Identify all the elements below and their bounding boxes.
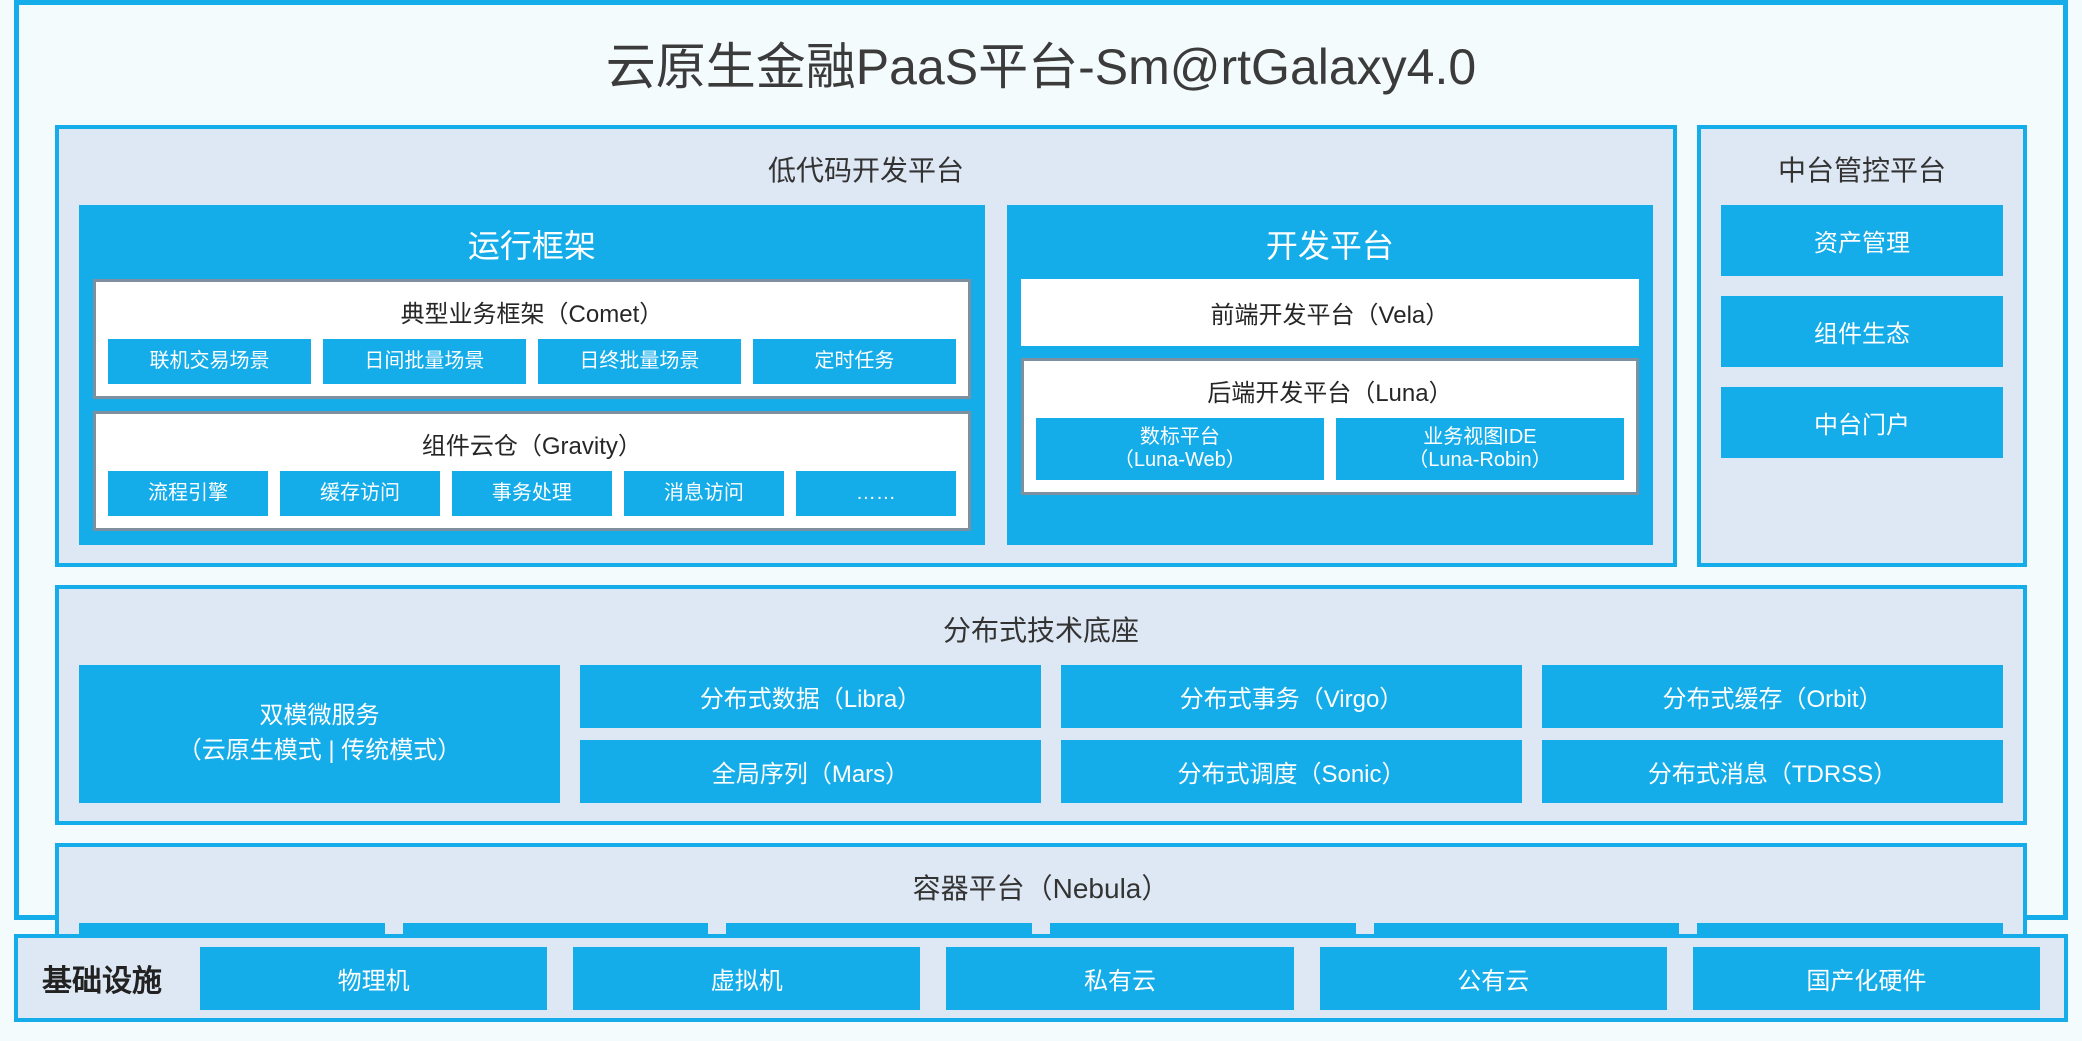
development-platform-title: 开发平台 xyxy=(1265,228,1394,264)
dist-cell-sonic[interactable]: 分布式调度（Sonic） xyxy=(1061,740,1522,803)
infra-item-virtual-machine[interactable]: 虚拟机 xyxy=(573,946,921,1010)
infra-item-physical-machine[interactable]: 物理机 xyxy=(200,946,548,1010)
lowcode-platform-section: 低代码开发平台 运行框架 典型业务框架（Comet） 联机交易场景 日间批量场景… xyxy=(55,125,1677,567)
control-platform-items: 资产管理 组件生态 中台门户 xyxy=(1721,205,2003,458)
dist-cell-libra[interactable]: 分布式数据（Libra） xyxy=(580,665,1041,728)
page-title: 云原生金融PaaS平台-Sm@rtGalaxy4.0 xyxy=(605,39,1477,95)
platform-frame: 云原生金融PaaS平台-Sm@rtGalaxy4.0 低代码开发平台 运行框架 … xyxy=(14,0,2068,1012)
frontend-platform-vela[interactable]: 前端开发平台（Vela） xyxy=(1020,279,1639,346)
backend-platform-luna-box: 后端开发平台（Luna） 数标平台 （Luna-Web） 业务视图IDE （Lu… xyxy=(1020,358,1639,495)
comet-item[interactable]: 定时任务 xyxy=(752,339,956,384)
lowcode-panel: 低代码开发平台 运行框架 典型业务框架（Comet） 联机交易场景 日间批量场景… xyxy=(55,125,1677,567)
lowcode-body: 运行框架 典型业务框架（Comet） 联机交易场景 日间批量场景 日终批量场景 … xyxy=(79,205,1653,545)
distributed-column-2: 分布式事务（Virgo） 分布式调度（Sonic） xyxy=(1061,665,1522,803)
development-platform-card: 开发平台 前端开发平台（Vela） 后端开发平台（Luna） 数标平台 （Lun… xyxy=(1006,205,1653,545)
control-platform-title: 中台管控平台 xyxy=(1777,155,1946,186)
comet-title: 典型业务框架（Comet） xyxy=(400,301,664,328)
gravity-item[interactable]: 消息访问 xyxy=(623,471,784,516)
infrastructure-bar: 基础设施 物理机 虚拟机 私有云 公有云 国产化硬件 xyxy=(14,934,2068,1022)
infrastructure-label: 基础设施 xyxy=(42,965,162,998)
distributed-column-1: 分布式数据（Libra） 全局序列（Mars） xyxy=(580,665,1041,803)
dist-cell-mars[interactable]: 全局序列（Mars） xyxy=(580,740,1041,803)
backend-platform-luna-title: 后端开发平台（Luna） xyxy=(1207,380,1453,407)
luna-item-robin[interactable]: 业务视图IDE （Luna-Robin） xyxy=(1335,418,1624,480)
lowcode-platform-title: 低代码开发平台 xyxy=(767,155,964,186)
comet-items: 联机交易场景 日间批量场景 日终批量场景 定时任务 xyxy=(108,339,956,384)
control-item-portal[interactable]: 中台门户 xyxy=(1721,387,2003,458)
infra-item-domestic-hardware[interactable]: 国产化硬件 xyxy=(1692,946,2041,1010)
runtime-framework-card: 运行框架 典型业务框架（Comet） 联机交易场景 日间批量场景 日终批量场景 … xyxy=(79,205,985,545)
gravity-box: 组件云仓（Gravity） 流程引擎 缓存访问 事务处理 消息访问 …… xyxy=(93,411,971,531)
infra-item-public-cloud[interactable]: 公有云 xyxy=(1319,946,1667,1010)
comet-item[interactable]: 日间批量场景 xyxy=(322,339,526,384)
gravity-item-ellipsis[interactable]: …… xyxy=(795,471,956,516)
container-platform-title: 容器平台（Nebula） xyxy=(912,873,1170,904)
control-platform-section: 中台管控平台 资产管理 组件生态 中台门户 xyxy=(1697,125,2027,567)
luna-item-web[interactable]: 数标平台 （Luna-Web） xyxy=(1035,418,1324,480)
luna-items: 数标平台 （Luna-Web） 业务视图IDE （Luna-Robin） xyxy=(1035,418,1624,480)
comet-box: 典型业务框架（Comet） 联机交易场景 日间批量场景 日终批量场景 定时任务 xyxy=(93,279,971,399)
comet-item[interactable]: 联机交易场景 xyxy=(108,339,311,384)
control-platform-panel: 中台管控平台 资产管理 组件生态 中台门户 xyxy=(1697,125,2027,567)
dist-cell-orbit[interactable]: 分布式缓存（Orbit） xyxy=(1542,665,2003,728)
gravity-item[interactable]: 缓存访问 xyxy=(279,471,440,516)
dist-cell-tdrss[interactable]: 分布式消息（TDRSS） xyxy=(1542,740,2003,803)
luna-item-web-line1: 数标平台 xyxy=(1139,426,1220,448)
comet-item[interactable]: 日终批量场景 xyxy=(537,339,741,384)
distributed-foundation-title: 分布式技术底座 xyxy=(942,615,1139,646)
runtime-framework-title: 运行框架 xyxy=(467,228,596,264)
distributed-body: 双模微服务 （云原生模式 | 传统模式） 分布式数据（Libra） 全局序列（M… xyxy=(79,665,2003,803)
control-item-asset-management[interactable]: 资产管理 xyxy=(1721,205,2003,276)
infra-item-private-cloud[interactable]: 私有云 xyxy=(946,946,1294,1010)
gravity-title: 组件云仓（Gravity） xyxy=(421,433,642,460)
control-item-component-ecosystem[interactable]: 组件生态 xyxy=(1721,296,2003,367)
gravity-item[interactable]: 事务处理 xyxy=(451,471,612,516)
luna-item-web-line2: （Luna-Web） xyxy=(1113,449,1246,471)
dual-mode-line1: 双模微服务 xyxy=(259,702,380,730)
distributed-column-3: 分布式缓存（Orbit） 分布式消息（TDRSS） xyxy=(1542,665,2003,803)
dist-cell-virgo[interactable]: 分布式事务（Virgo） xyxy=(1061,665,1522,728)
row-lowcode-and-control: 低代码开发平台 运行框架 典型业务框架（Comet） 联机交易场景 日间批量场景… xyxy=(55,125,2027,567)
dual-mode-microservice-card[interactable]: 双模微服务 （云原生模式 | 传统模式） xyxy=(79,665,560,803)
gravity-item[interactable]: 流程引擎 xyxy=(108,471,268,516)
luna-item-robin-line2: （Luna-Robin） xyxy=(1408,449,1552,471)
distributed-foundation-panel: 分布式技术底座 双模微服务 （云原生模式 | 传统模式） 分布式数据（Libra… xyxy=(55,585,2027,825)
gravity-items: 流程引擎 缓存访问 事务处理 消息访问 …… xyxy=(108,471,956,516)
dual-mode-line2: （云原生模式 | 传统模式） xyxy=(177,737,462,764)
luna-item-robin-line1: 业务视图IDE xyxy=(1423,426,1537,448)
